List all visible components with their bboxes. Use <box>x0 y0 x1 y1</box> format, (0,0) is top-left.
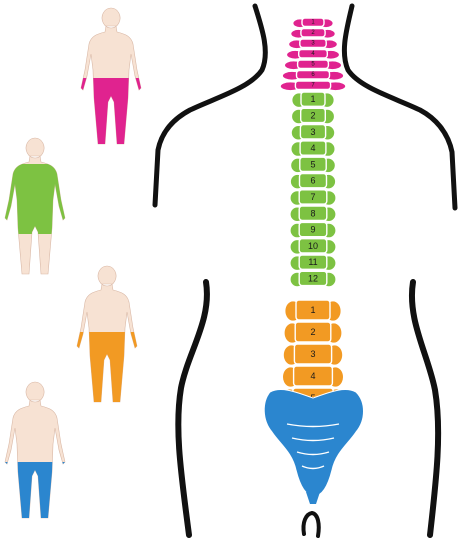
coccyx-shape <box>306 492 320 504</box>
thoracic-label-7: 7 <box>310 192 315 202</box>
thoracic-label-9: 9 <box>310 225 315 235</box>
thoracic-vertebra-1: 1 <box>292 92 334 107</box>
thoracic-label-12: 12 <box>308 273 318 283</box>
thoracic-label-11: 11 <box>308 257 317 267</box>
body-figure-lumbar-icon <box>77 266 137 402</box>
thoracic-vertebra-8: 8 <box>290 206 336 221</box>
thoracic-label-5: 5 <box>310 159 315 169</box>
neck-left-line <box>155 6 265 205</box>
cervical-vertebra-5: 5 <box>285 60 342 70</box>
thoracic-vertebra-3: 3 <box>291 125 334 140</box>
gluteal-cleft-line <box>303 513 318 536</box>
waist-left-line <box>178 282 207 535</box>
sacrum <box>264 390 363 504</box>
lumbar-label-4: 4 <box>310 371 315 381</box>
lumbar-vertebra-2: 2 <box>284 322 342 343</box>
thoracic-label-4: 4 <box>310 143 315 153</box>
thoracic-label-3: 3 <box>310 127 315 137</box>
thoracic-vertebra-6: 6 <box>291 174 336 189</box>
cervical-vertebra-1: 1 <box>293 18 333 28</box>
body-figures <box>5 8 141 518</box>
cervical-vertebra-7: 7 <box>280 81 345 91</box>
thoracic-label-1: 1 <box>310 94 315 104</box>
lumbar-vertebra-1: 1 <box>285 300 341 321</box>
thoracic-label-10: 10 <box>308 241 318 251</box>
thoracic-vertebra-4: 4 <box>291 141 335 156</box>
lumbar-label-1: 1 <box>310 305 315 315</box>
figure-skin <box>81 8 141 144</box>
neck-right-line <box>344 6 455 208</box>
cervical-vertebra-6: 6 <box>283 71 344 81</box>
lumbar-vertebra-3: 3 <box>283 344 342 365</box>
body-figure-thoracic-icon <box>5 138 65 274</box>
cervical-vertebra-3: 3 <box>289 39 337 49</box>
sacrum-shape <box>264 390 363 496</box>
thoracic-label-6: 6 <box>310 176 315 186</box>
waist-right-line <box>412 282 438 535</box>
cervical-vertebra-2: 2 <box>291 29 335 39</box>
spine: 123456712345678910111212345 <box>264 18 363 504</box>
figure-skin <box>5 382 65 518</box>
thoracic-vertebra-9: 9 <box>290 222 336 237</box>
thoracic-vertebra-10: 10 <box>290 239 336 254</box>
body-figure-sacral-icon <box>5 382 65 518</box>
thoracic-vertebra-12: 12 <box>290 271 336 286</box>
thoracic-label-2: 2 <box>310 110 315 120</box>
lumbar-label-3: 3 <box>310 349 315 359</box>
lumbar-vertebra-4: 4 <box>283 366 344 387</box>
thoracic-vertebra-7: 7 <box>290 190 336 205</box>
thoracic-vertebra-5: 5 <box>291 157 335 172</box>
thoracic-vertebra-11: 11 <box>290 255 336 270</box>
cervical-vertebra-4: 4 <box>287 50 340 60</box>
body-figure-cervical-icon <box>81 8 141 144</box>
thoracic-vertebra-2: 2 <box>292 108 335 123</box>
lumbar-label-2: 2 <box>310 327 315 337</box>
thoracic-label-8: 8 <box>310 208 315 218</box>
